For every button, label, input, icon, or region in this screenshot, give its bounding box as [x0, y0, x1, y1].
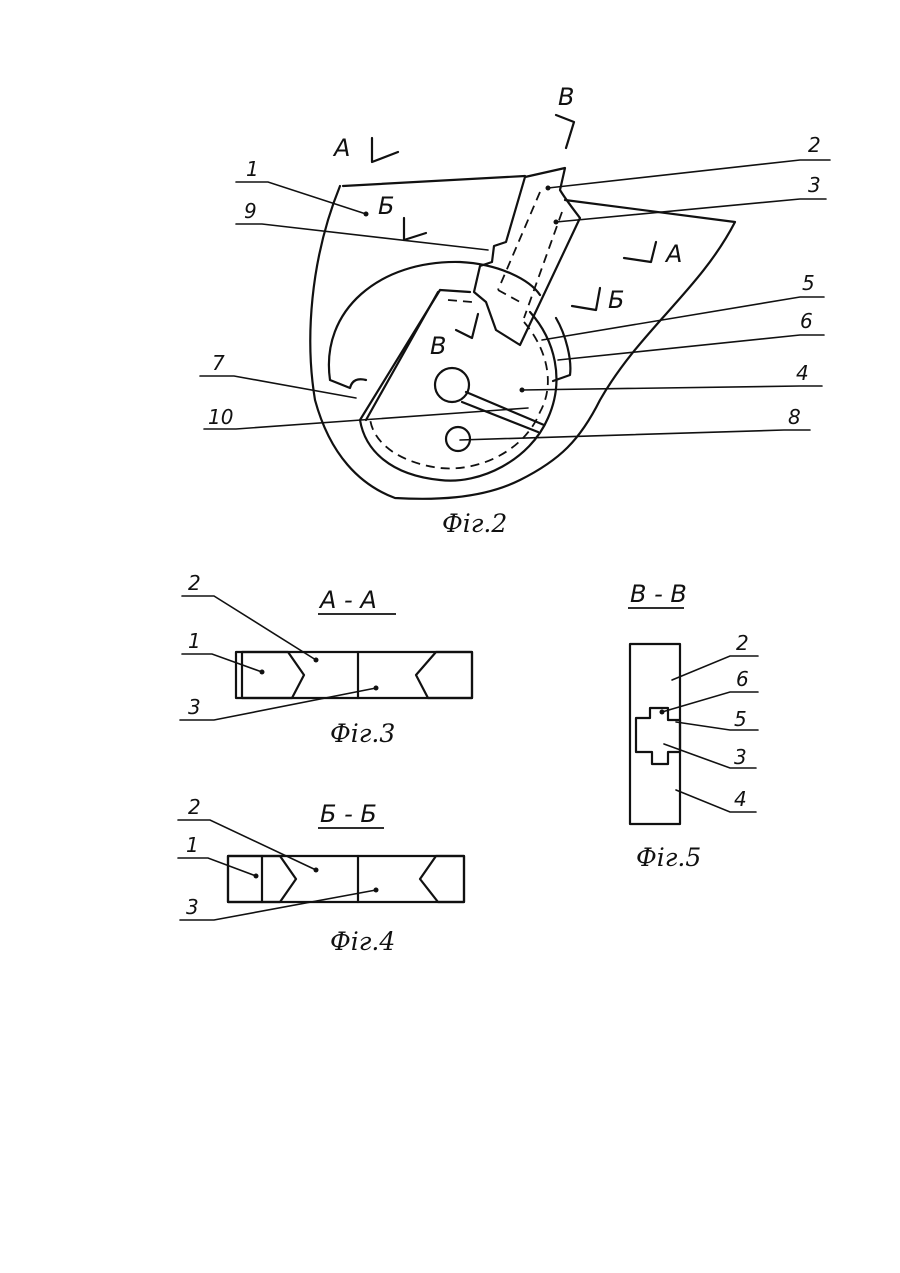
disc-hidden-edge — [370, 300, 548, 468]
fig2-caption: Фiг.2 — [442, 509, 507, 538]
label-10: 10 — [208, 405, 233, 429]
label-6: 6 — [800, 309, 813, 333]
label-4: 4 — [796, 361, 809, 385]
fig3-title: A - A — [318, 586, 377, 614]
slot-edge-10 — [366, 292, 438, 420]
label-9: 9 — [244, 199, 257, 223]
section-mark-a1 — [372, 138, 398, 162]
key-hidden-3 — [498, 192, 562, 318]
mark-b1: Б — [378, 192, 394, 220]
fig5-label-2: 2 — [736, 631, 749, 655]
mark-v1: B — [558, 83, 574, 111]
section-a-a — [236, 652, 472, 698]
section-mark-b2 — [572, 288, 600, 310]
section-mark-v1 — [556, 115, 574, 148]
fig5-label-3: 3 — [734, 745, 747, 769]
fig5-label-5: 5 — [734, 707, 747, 731]
figure-4: Б - Б 2 1 3 Фiг.4 — [178, 795, 464, 956]
label-3: 3 — [808, 173, 821, 197]
mark-b2: Б — [608, 286, 624, 314]
fig5-title: B - B — [630, 580, 687, 608]
fig3-label-2: 2 — [188, 571, 201, 595]
fig5-label-4: 4 — [734, 787, 747, 811]
fig3-label-3: 3 — [188, 695, 201, 719]
fig4-caption: Фiг.4 — [330, 927, 395, 956]
fig5-label-6: 6 — [736, 667, 749, 691]
label-7: 7 — [212, 351, 225, 375]
label-8: 8 — [788, 405, 801, 429]
fig4-label-1: 1 — [186, 833, 199, 857]
hole-8 — [446, 427, 470, 451]
section-mark-a2 — [624, 242, 656, 262]
label-1: 1 — [246, 157, 259, 181]
mark-v2: B — [430, 332, 446, 360]
fig4-label-2: 2 — [188, 795, 201, 819]
mark-a2: A — [664, 240, 682, 268]
label-5: 5 — [802, 271, 815, 295]
fig4-title: Б - Б — [320, 800, 377, 828]
mark-a1: A — [332, 134, 350, 162]
key-2 — [474, 168, 580, 345]
section-mark-v2 — [456, 314, 478, 338]
section-mark-b1 — [404, 218, 426, 240]
label-2: 2 — [808, 133, 821, 157]
figure-2: A Б B A Б B 1 2 3 4 5 6 7 8 9 10 Фiг.2 — [200, 83, 830, 538]
pivot-hole — [435, 368, 469, 402]
fig3-label-1: 1 — [188, 629, 201, 653]
fig3-caption: Фiг.3 — [330, 719, 395, 748]
fig5-caption: Фiг.5 — [636, 843, 701, 872]
fig4-label-3: 3 — [186, 895, 199, 919]
figure-3: A - A 2 1 3 Фiг.3 — [180, 571, 472, 748]
figure-5: B - B 2 6 5 3 4 Фiг.5 — [628, 580, 758, 872]
